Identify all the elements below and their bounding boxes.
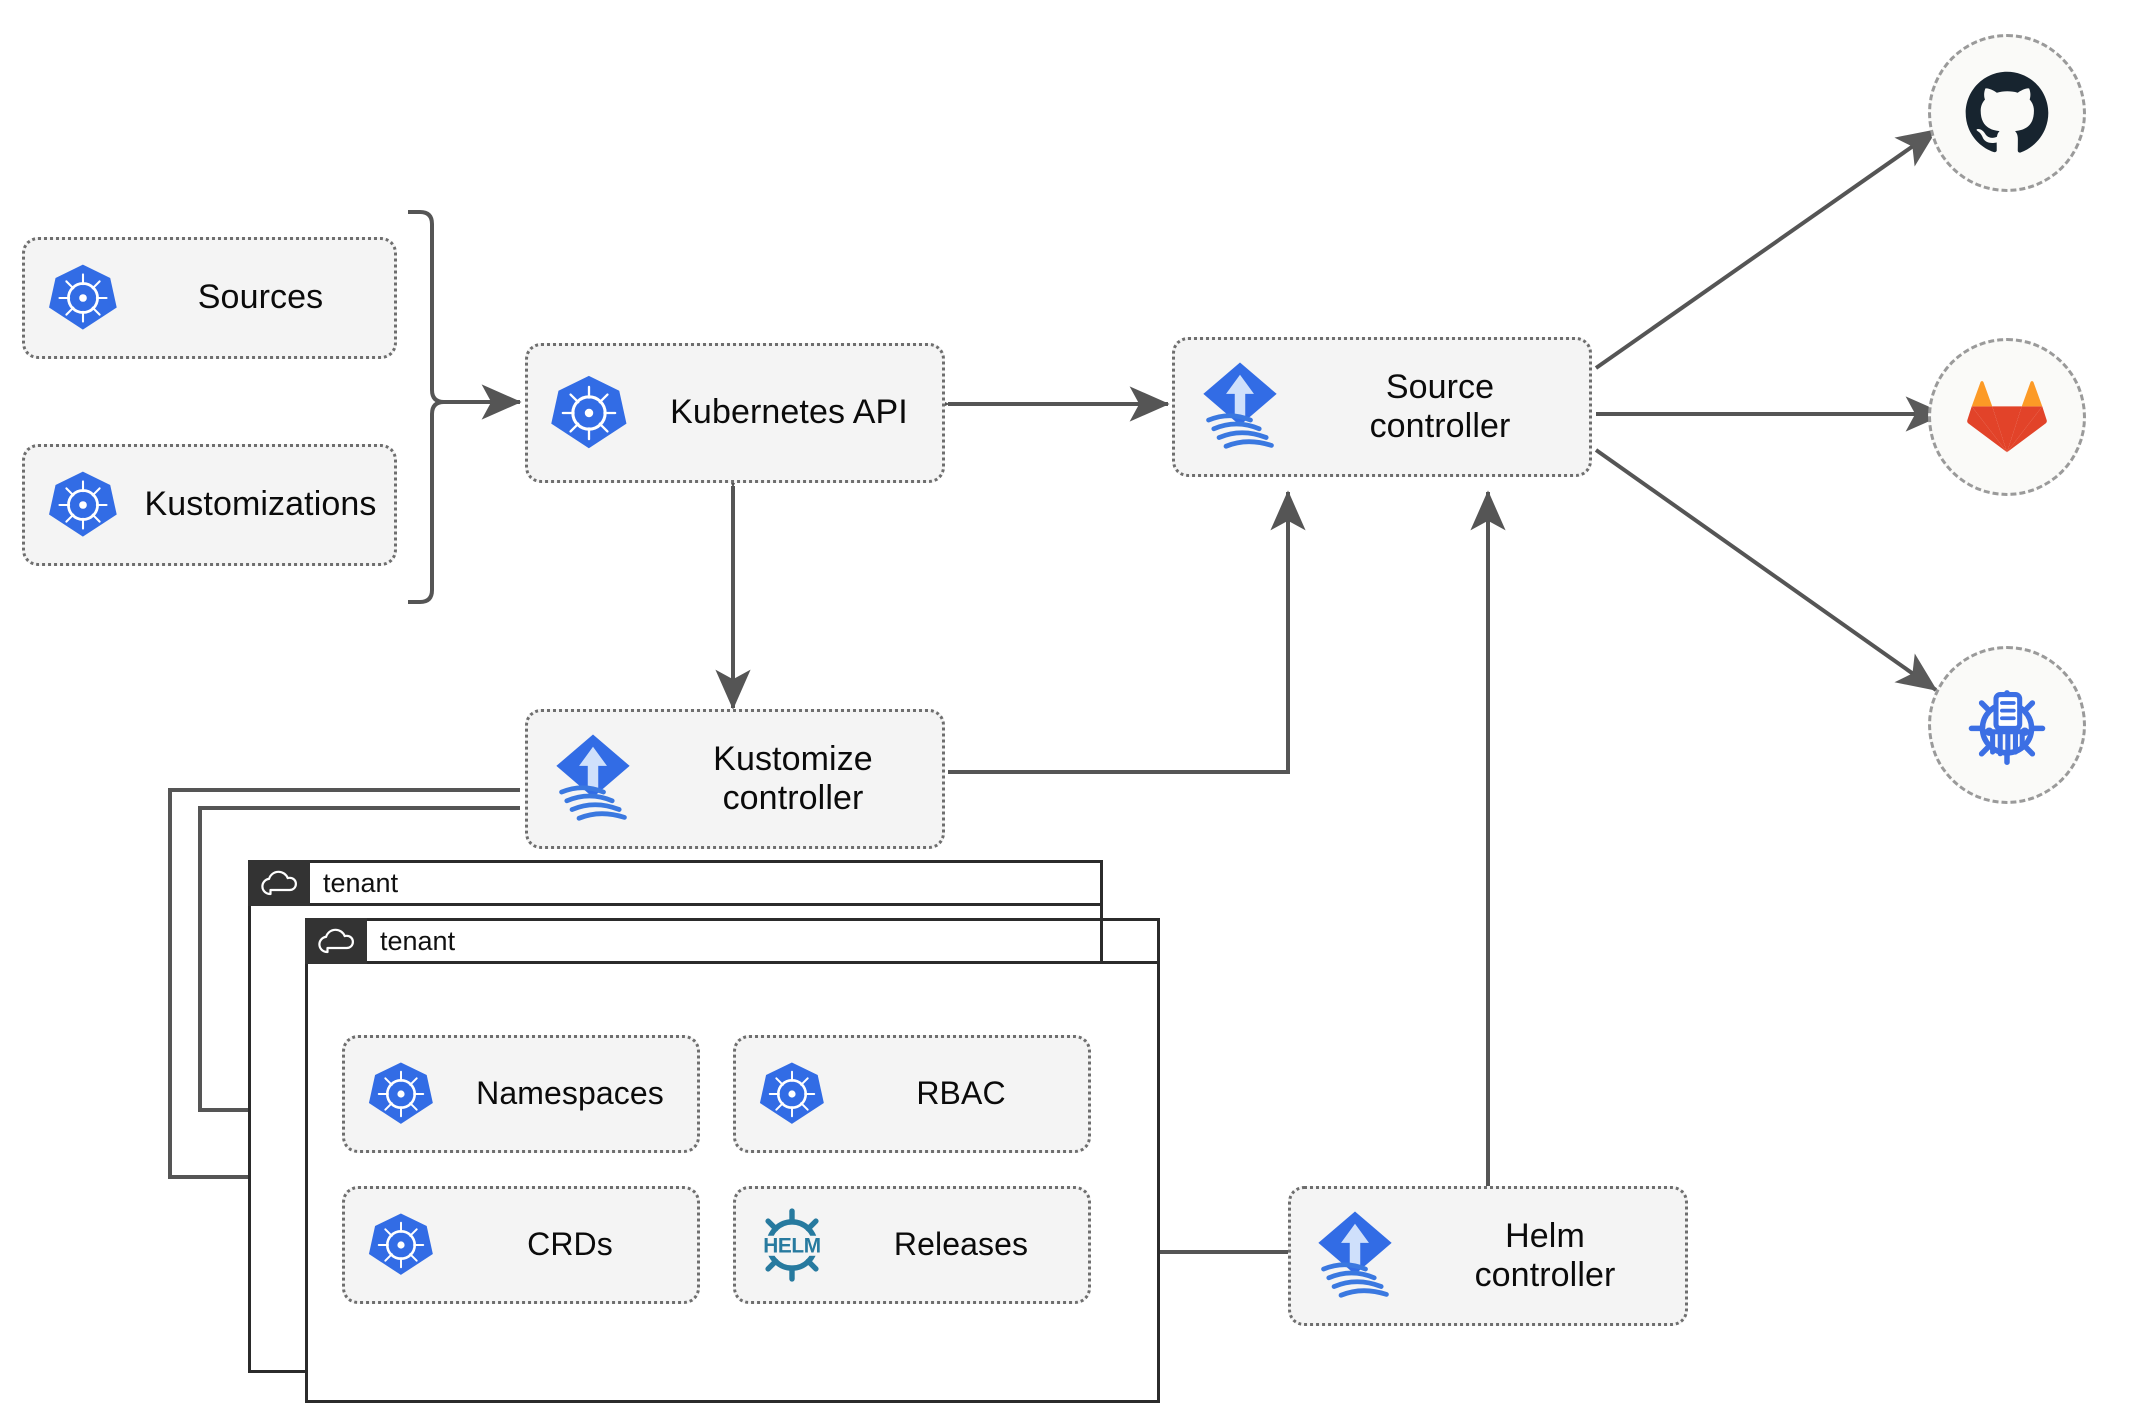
kubernetes-icon (345, 1060, 457, 1128)
node-helm-controller[interactable]: Helm controller (1288, 1186, 1688, 1326)
node-sources[interactable]: Sources (22, 237, 397, 359)
node-crds-label: CRDs (527, 1226, 613, 1263)
node-crds[interactable]: CRDs (342, 1186, 700, 1304)
provider-github[interactable] (1928, 34, 2086, 192)
flux-icon (1175, 359, 1305, 455)
provider-gitlab[interactable] (1928, 338, 2086, 496)
kubernetes-icon (345, 1211, 457, 1279)
node-rbac-label: RBAC (916, 1075, 1006, 1112)
cloud-icon (318, 928, 354, 954)
gitlab-icon (1967, 381, 2047, 453)
node-source-controller-label: Source controller (1369, 367, 1511, 445)
svg-text:HELM: HELM (763, 1235, 820, 1258)
tenant-front-label: tenant (380, 926, 456, 956)
tenant-back-bar-line (310, 860, 1103, 906)
kubernetes-icon (25, 469, 141, 541)
node-kustomize-controller-label: Kustomize controller (713, 739, 873, 817)
node-kubernetes-api[interactable]: Kubernetes API (525, 343, 945, 483)
edge-kustomize-source (948, 490, 1306, 774)
node-namespaces[interactable]: Namespaces (342, 1035, 700, 1153)
kubernetes-icon (25, 262, 141, 334)
group-bracket (408, 210, 445, 604)
edge-source-github (1594, 128, 1938, 370)
tenant-front-bar-line (367, 918, 1160, 964)
node-helm-controller-label: Helm controller (1474, 1216, 1616, 1294)
tenant-back-label: tenant (323, 868, 399, 898)
node-namespaces-label: Namespaces (476, 1075, 664, 1112)
kubernetes-icon (528, 373, 650, 453)
helm-registry-icon (1968, 690, 2046, 765)
tenant-back-bar (248, 860, 310, 906)
node-source-controller[interactable]: Source controller (1172, 337, 1592, 477)
node-releases[interactable]: HELM Releases (733, 1186, 1091, 1304)
helm-icon: HELM (736, 1208, 848, 1282)
node-kustomize-controller[interactable]: Kustomize controller (525, 709, 945, 849)
flux-icon (1291, 1208, 1419, 1304)
tenant-container-front: tenant (305, 918, 1160, 1403)
provider-helm-registry[interactable] (1928, 646, 2086, 804)
flux-icon (528, 731, 658, 827)
node-kustomizations[interactable]: Kustomizations (22, 444, 397, 566)
edge-source-registry (1594, 448, 1938, 692)
tenant-front-bar (305, 918, 367, 964)
node-rbac[interactable]: RBAC (733, 1035, 1091, 1153)
github-icon (1965, 71, 2049, 153)
node-kubernetes-api-label: Kubernetes API (670, 393, 908, 432)
node-releases-label: Releases (893, 1226, 1029, 1263)
node-sources-label: Sources (197, 278, 324, 317)
kubernetes-icon (736, 1060, 848, 1128)
cloud-icon (261, 870, 297, 896)
node-kustomizations-label: Kustomizations (144, 485, 377, 524)
